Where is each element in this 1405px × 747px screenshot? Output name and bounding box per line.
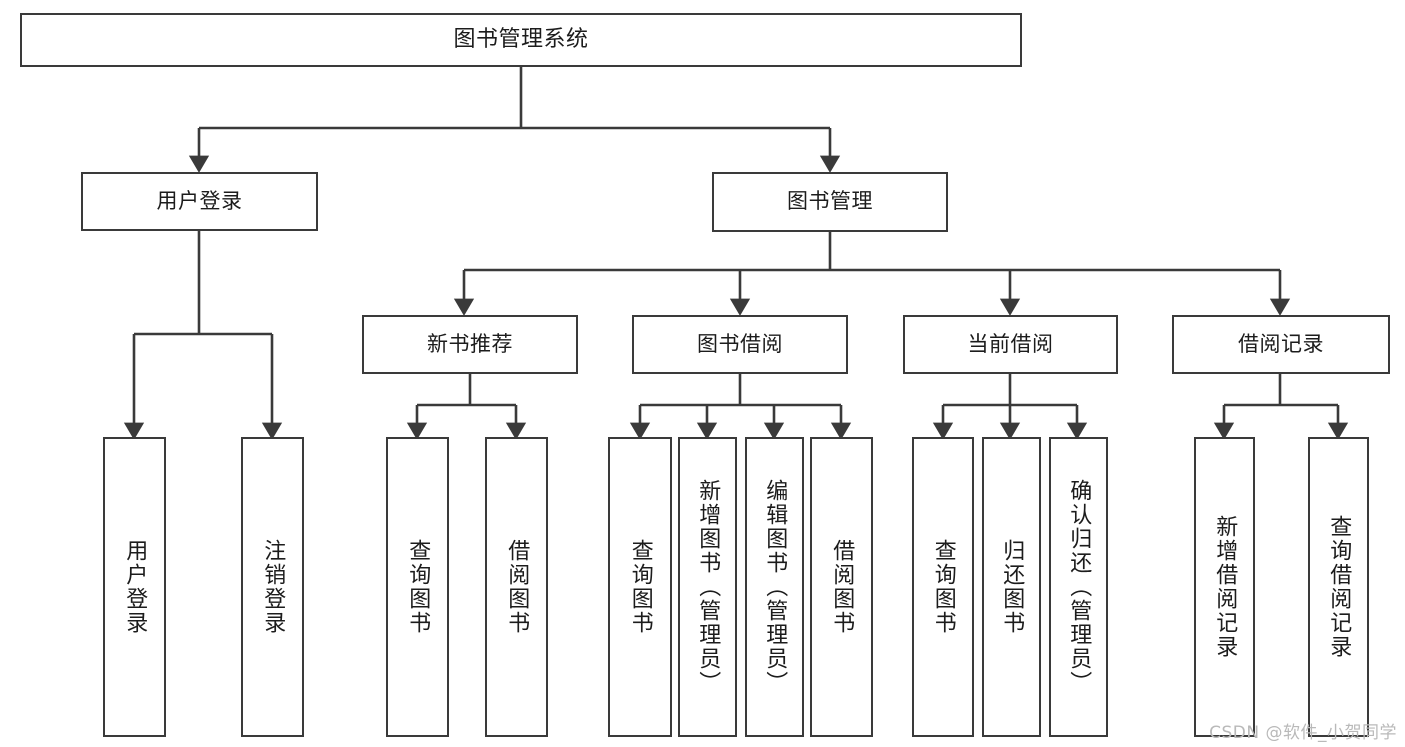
node-new-book-recommend[interactable]: 新书推荐 bbox=[362, 315, 578, 374]
node-root-label: 图书管理系统 bbox=[453, 26, 589, 52]
node-leaf-query-record-label: 查询借阅记录 bbox=[1326, 515, 1352, 659]
node-book-borrow[interactable]: 图书借阅 bbox=[632, 315, 848, 374]
node-leaf-confirm-return-label: 确认归还（管理员） bbox=[1066, 479, 1092, 695]
node-leaf-edit-book[interactable]: 编辑图书（管理员） bbox=[745, 437, 804, 737]
node-user-login-label: 用户登录 bbox=[156, 188, 243, 213]
node-leaf-borrow-book-1[interactable]: 借阅图书 bbox=[485, 437, 548, 737]
node-leaf-query-book-1-label: 查询图书 bbox=[405, 539, 431, 635]
node-book-management[interactable]: 图书管理 bbox=[712, 172, 948, 232]
node-book-borrow-label: 图书借阅 bbox=[697, 331, 783, 356]
node-leaf-add-book[interactable]: 新增图书（管理员） bbox=[678, 437, 737, 737]
node-leaf-query-book-1[interactable]: 查询图书 bbox=[386, 437, 449, 737]
node-leaf-logout-login[interactable]: 注销登录 bbox=[241, 437, 304, 737]
node-leaf-query-book-2[interactable]: 查询图书 bbox=[608, 437, 672, 737]
node-current-borrow[interactable]: 当前借阅 bbox=[903, 315, 1118, 374]
node-leaf-query-book-3[interactable]: 查询图书 bbox=[912, 437, 974, 737]
node-leaf-add-record[interactable]: 新增借阅记录 bbox=[1194, 437, 1255, 737]
node-leaf-query-book-3-label: 查询图书 bbox=[930, 539, 956, 635]
node-leaf-borrow-book-2-label: 借阅图书 bbox=[829, 539, 855, 635]
node-borrow-record[interactable]: 借阅记录 bbox=[1172, 315, 1390, 374]
node-leaf-borrow-book-1-label: 借阅图书 bbox=[504, 539, 530, 635]
node-root[interactable]: 图书管理系统 bbox=[20, 13, 1022, 67]
node-new-book-recommend-label: 新书推荐 bbox=[427, 331, 513, 356]
node-current-borrow-label: 当前借阅 bbox=[967, 331, 1054, 356]
node-leaf-query-book-2-label: 查询图书 bbox=[627, 539, 653, 635]
node-borrow-record-label: 借阅记录 bbox=[1238, 331, 1324, 356]
node-leaf-add-record-label: 新增借阅记录 bbox=[1212, 515, 1238, 659]
node-leaf-user-login-label: 用户登录 bbox=[122, 539, 148, 635]
node-leaf-return-book-label: 归还图书 bbox=[999, 539, 1025, 635]
node-leaf-borrow-book-2[interactable]: 借阅图书 bbox=[810, 437, 873, 737]
node-leaf-user-login[interactable]: 用户登录 bbox=[103, 437, 166, 737]
node-book-management-label: 图书管理 bbox=[787, 189, 873, 214]
csdn-watermark: CSDN @软件_小贺同学 bbox=[1209, 723, 1397, 743]
node-leaf-logout-login-label: 注销登录 bbox=[260, 539, 286, 635]
node-leaf-confirm-return[interactable]: 确认归还（管理员） bbox=[1049, 437, 1108, 737]
node-leaf-return-book[interactable]: 归还图书 bbox=[982, 437, 1041, 737]
node-user-login[interactable]: 用户登录 bbox=[81, 172, 318, 231]
node-leaf-add-book-label: 新增图书（管理员） bbox=[695, 479, 721, 695]
node-leaf-query-record[interactable]: 查询借阅记录 bbox=[1308, 437, 1369, 737]
node-leaf-edit-book-label: 编辑图书（管理员） bbox=[762, 479, 788, 695]
